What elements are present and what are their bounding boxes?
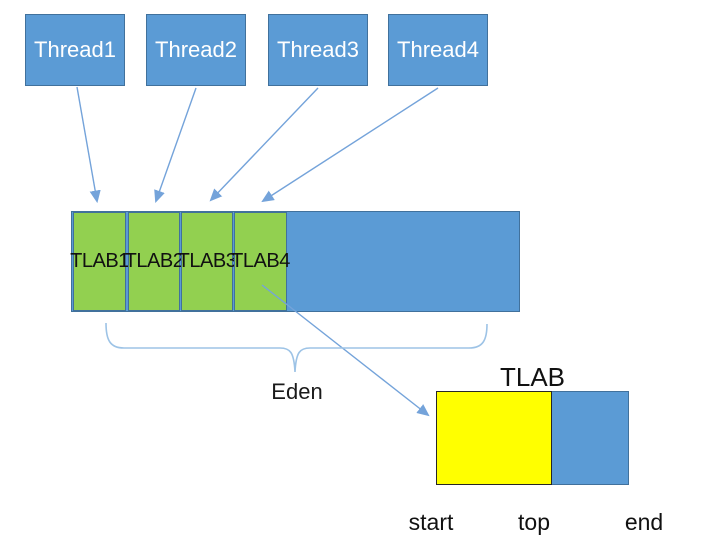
tlab2-label: TLAB2 (124, 250, 184, 272)
tlab4-label: TLAB4 (231, 250, 290, 272)
tlab3-segment: TLAB3 (178, 212, 237, 311)
thread3-label: Thread3 (277, 37, 359, 62)
tlab1-segment: TLAB1 (70, 212, 129, 311)
thread1-to-tlab1-arrow (76, 86, 101, 204)
eden-memory-bar: TLAB1 TLAB2 TLAB3 TLAB4 (70, 211, 520, 312)
tlab-free-region (552, 391, 629, 485)
tlab-detail-box (436, 391, 629, 485)
thread3-box: Thread3 (268, 14, 368, 86)
thread2-label: Thread2 (155, 37, 237, 62)
thread4-box: Thread4 (388, 14, 488, 86)
tlab-end-pointer-label: end (624, 509, 664, 535)
tlab-used-region (436, 391, 552, 485)
thread1-box: Thread1 (25, 14, 125, 86)
eden-underbrace (105, 322, 488, 373)
thread1-label: Thread1 (34, 37, 116, 62)
tlab2-segment: TLAB2 (125, 212, 184, 311)
tlab-detail-title: TLAB (499, 362, 566, 392)
thread2-to-tlab2-arrow (154, 87, 197, 203)
thread3-to-tlab3-arrow (209, 87, 319, 202)
tlab1-label: TLAB1 (70, 250, 129, 272)
tlab3-label: TLAB3 (177, 250, 237, 272)
thread4-to-tlab4-arrow (261, 87, 439, 203)
thread2-box: Thread2 (146, 14, 246, 86)
tlab-start-pointer-label: start (408, 509, 454, 535)
thread4-label: Thread4 (397, 37, 479, 62)
eden-label: Eden (271, 379, 323, 404)
tlab-top-pointer-label: top (518, 509, 550, 535)
tlab4-segment: TLAB4 (231, 212, 290, 311)
